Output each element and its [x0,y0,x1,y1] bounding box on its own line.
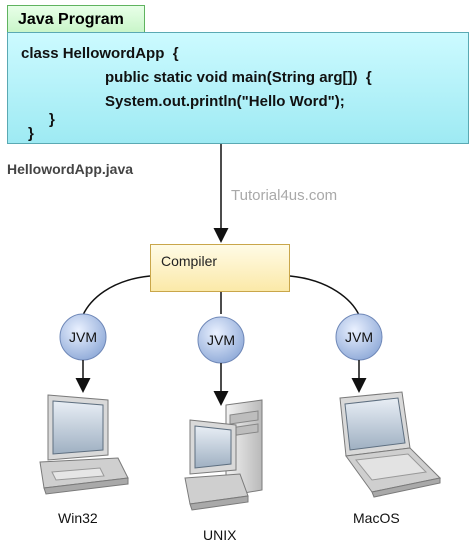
tower-computer-icon [184,399,263,511]
connector-compiler-to-jvm-left [82,275,151,316]
compiler-label: Compiler [161,253,218,269]
code-line-4: } [49,111,55,128]
code-line-5: } [28,125,34,142]
compiler-box: Compiler [150,244,290,292]
desktop-computer-icon [39,394,129,495]
jvm-label-macos: JVM [345,329,373,345]
code-line-2: public static void main(String arg[]) { [105,69,372,86]
code-line-1: class HellowordApp { [21,45,179,62]
watermark-text: Tutorial4us.com [231,187,338,204]
connector-compiler-to-jvm-right [289,275,360,316]
platform-label-unix: UNIX [203,527,237,543]
code-line-3: System.out.println("Hello Word"); [105,93,345,110]
code-block: class HellowordApp { public static void … [7,32,469,144]
file-name-label: HellowordApp.java [7,161,134,177]
platform-label-macos: MacOS [353,510,400,526]
jvm-label-win32: JVM [69,329,97,345]
platform-label-win32: Win32 [58,510,98,526]
program-title-tab: Java Program [7,5,145,33]
laptop-icon [339,391,442,498]
jvm-label-unix: JVM [207,332,235,348]
